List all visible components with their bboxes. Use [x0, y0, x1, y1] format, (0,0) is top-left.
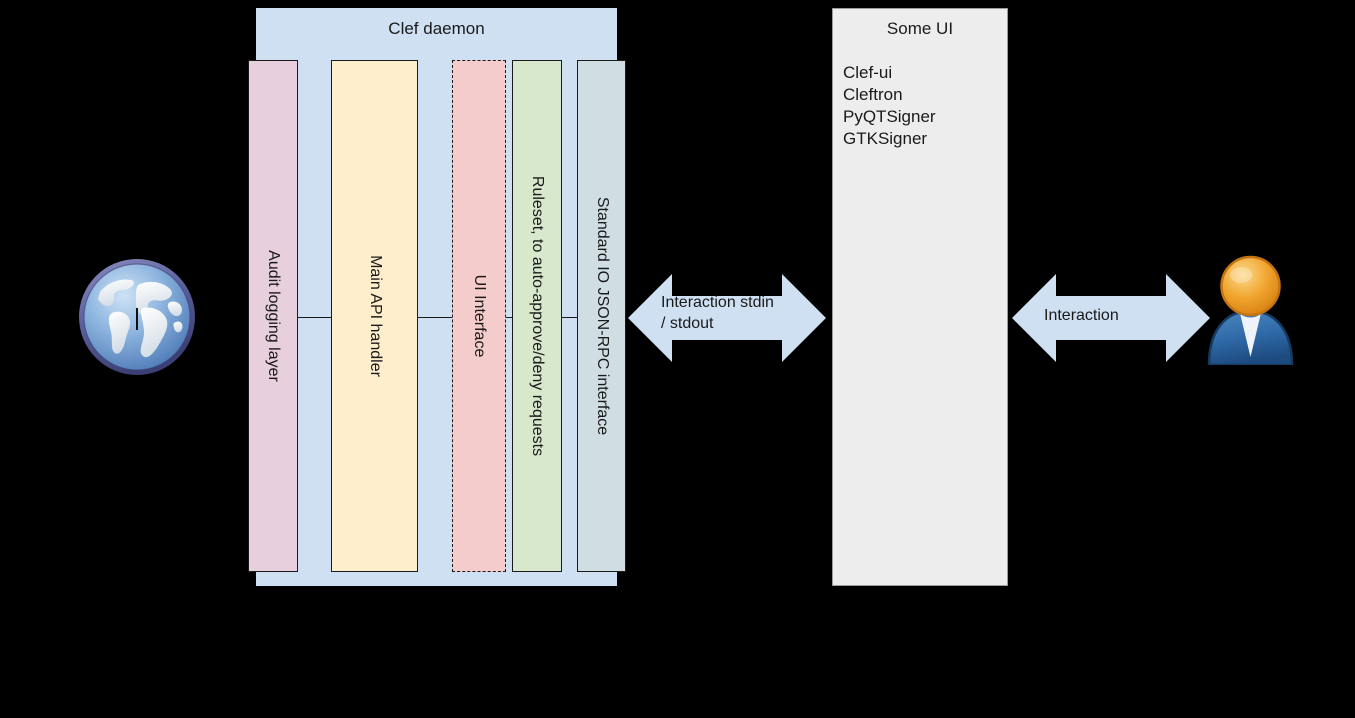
connector-line-2: [417, 317, 453, 318]
stdio-arrow: Interaction stdin / stdout: [628, 274, 826, 362]
some-ui-title: Some UI: [886, 19, 954, 38]
stdio-arrow-label: Interaction stdin / stdout: [661, 294, 774, 332]
list-item: Clef-ui: [843, 63, 893, 82]
user-arrow-label: Interaction: [1044, 307, 1119, 324]
box-audit-logging-layer-label: Audit logging layer: [265, 250, 282, 382]
box-standard-io-jsonrpc-label: Standard IO JSON-RPC interface: [593, 196, 611, 436]
connector-line-4: [561, 317, 578, 318]
some-ui-box[interactable]: [832, 8, 1008, 586]
clef-daemon-container: [256, 8, 617, 586]
connector-line-3: [505, 317, 513, 318]
user-arrow: Interaction: [1012, 274, 1210, 362]
box-main-api-handler[interactable]: Main API handler: [331, 60, 418, 572]
box-ui-interface[interactable]: UI Interface: [452, 60, 506, 572]
box-audit-logging-layer[interactable]: Audit logging layer: [248, 60, 298, 572]
list-item: PyQTSigner: [843, 107, 936, 126]
list-item: GTKSigner: [843, 129, 928, 148]
box-ruleset-label: Ruleset, to auto-approve/deny requests: [529, 175, 546, 457]
some-ui-list: Clef-ui Cleftron PyQTSigner GTKSigner: [843, 62, 936, 150]
box-ui-interface-label: UI Interface: [471, 274, 488, 358]
box-standard-io-jsonrpc[interactable]: Standard IO JSON-RPC interface: [577, 60, 626, 572]
globe-icon: [76, 256, 198, 378]
list-item: Cleftron: [843, 85, 903, 104]
box-ruleset[interactable]: Ruleset, to auto-approve/deny requests: [512, 60, 562, 572]
clef-daemon-title: Clef daemon: [388, 19, 485, 38]
user-icon: [1203, 253, 1298, 365]
connector-line-1: [297, 317, 332, 318]
box-main-api-handler-label: Main API handler: [366, 255, 384, 377]
